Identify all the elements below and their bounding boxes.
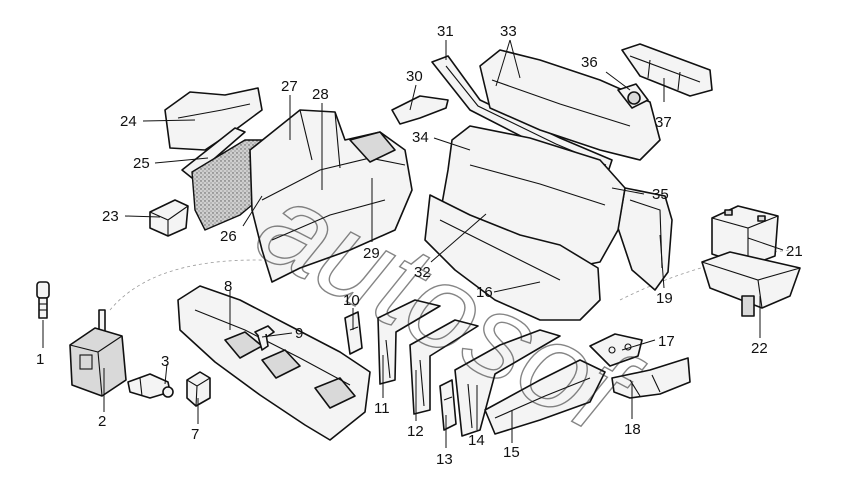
part-14-rail [454,329,561,437]
callout-37: 37 [655,114,672,131]
part-3-sensor [127,373,174,399]
callout-33: 33 [500,23,517,40]
callout-30: 30 [406,68,423,85]
part-30-bracket [391,95,449,125]
part-24-panel [164,87,263,151]
callout-32: 32 [414,264,431,281]
callout-10: 10 [343,292,360,309]
callout-1: 1 [36,351,44,368]
part-23-bracket [149,199,189,237]
callout-27: 27 [281,78,298,95]
part-32-center-floor [424,194,601,321]
callout-28: 28 [312,86,329,103]
part-10-bracket [344,311,363,355]
callout-17: 17 [658,333,675,350]
callout-16: 16 [476,284,493,301]
callout-35: 35 [652,186,669,203]
callout-8: 8 [224,278,232,295]
callout-26: 26 [220,228,237,245]
part-22-battery-tray [701,251,801,317]
part-2-housing [69,309,127,397]
part-33-cowl [479,49,661,161]
callout-19: 19 [656,290,673,307]
callout-31: 31 [437,23,454,40]
part-9-clip [254,325,275,351]
part-8-cross-panel [177,285,371,441]
part-13-bracket [439,379,457,431]
callout-25: 25 [133,155,150,172]
callout-24: 24 [120,113,137,130]
callout-23: 23 [102,208,119,225]
callout-labels: 1 2 3 7 8 9 10 11 12 13 14 15 16 17 18 1… [36,23,803,468]
part-1-bolt [36,281,50,319]
callout-14: 14 [468,432,485,449]
part-25-strip [181,127,246,179]
callout-21: 21 [786,243,803,260]
callout-13: 13 [436,451,453,468]
callout-22: 22 [751,340,768,357]
part-36-cylinder [617,83,649,109]
part-12-rail [409,319,479,415]
callout-34: 34 [412,129,429,146]
part-17-plate [589,333,643,367]
callout-36: 36 [581,54,598,71]
callout-12: 12 [407,423,424,440]
callout-3: 3 [161,353,169,370]
part-19-side-panel [617,187,673,291]
callout-29: 29 [363,245,380,262]
leader-lines [42,39,784,448]
callout-2: 2 [98,413,106,430]
part-7-cap [186,371,211,407]
callout-18: 18 [624,421,641,438]
part-37-frame [621,43,713,97]
callout-11: 11 [374,400,390,417]
callout-15: 15 [503,444,520,461]
callout-9: 9 [295,325,303,342]
callout-7: 7 [191,426,199,443]
part-11-rail [377,299,441,385]
